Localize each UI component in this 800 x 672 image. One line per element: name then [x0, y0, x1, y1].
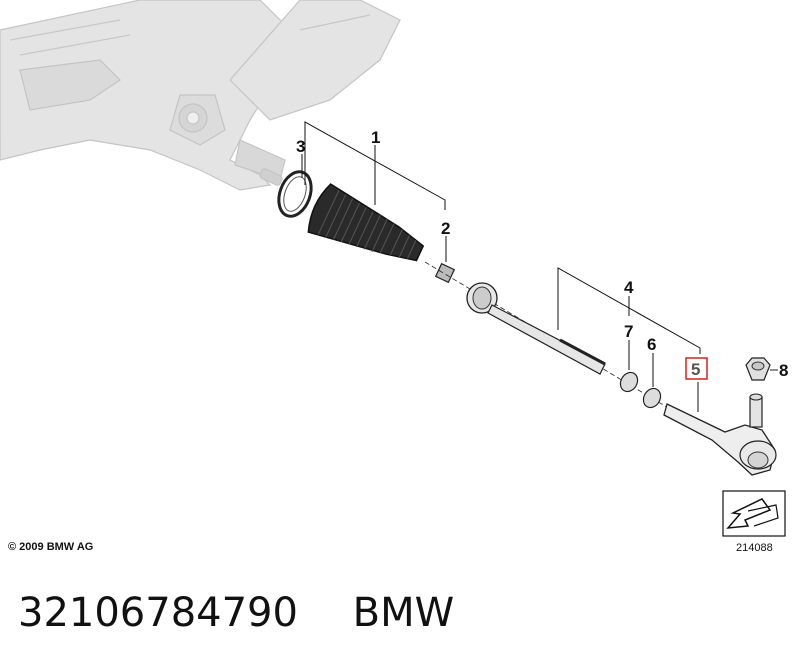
callout-4: 4	[624, 278, 634, 297]
copyright-notice: © 2009 BMW AG	[8, 541, 93, 553]
callout-5: 5	[691, 360, 700, 379]
highlight-box	[685, 357, 708, 380]
self-locking-nut	[745, 357, 778, 381]
clamp	[434, 262, 456, 284]
direction-symbol	[722, 490, 786, 537]
callout-7: 7	[624, 322, 633, 341]
figure-number: 214088	[736, 542, 773, 554]
callout-3: 3	[296, 137, 305, 156]
inner-tie-rod	[466, 282, 606, 375]
callout-2: 2	[441, 219, 450, 238]
clamp-nut	[642, 387, 662, 409]
callout-6: 6	[647, 335, 656, 354]
brand-name: BMW	[352, 590, 455, 636]
steering-rack-ghost	[0, 0, 401, 191]
o-ring	[277, 170, 313, 218]
copyright-text: © 2009 BMW AG	[8, 541, 94, 553]
part-number: 32106784790	[18, 590, 298, 636]
tie-rod-end	[663, 393, 777, 476]
callout-1: 1	[371, 128, 380, 147]
callout-8: 8	[779, 361, 788, 380]
lock-nut	[619, 371, 639, 393]
part-line: 32106784790 BMW	[18, 590, 454, 636]
bellows-boot	[307, 183, 425, 262]
leader-lines	[301, 121, 701, 412]
